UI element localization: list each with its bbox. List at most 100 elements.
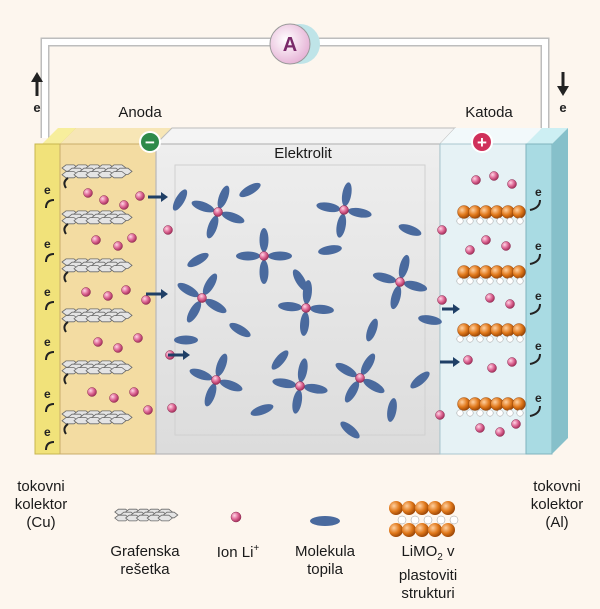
li-ion <box>395 277 405 287</box>
cathode-plus-badge <box>471 131 493 153</box>
aluminum-collector-front <box>525 143 553 455</box>
solvent-molecule <box>366 318 378 342</box>
solvent-molecule <box>340 421 360 439</box>
graphene-cell <box>85 171 103 179</box>
li-ion <box>113 343 123 353</box>
solvent-molecule <box>363 378 385 394</box>
li-ion <box>355 373 365 383</box>
legend-limo2-line1: LiMO2 v <box>378 543 478 567</box>
oxide-atom <box>415 523 429 537</box>
arrow-right-icon <box>453 304 460 314</box>
metal-atom <box>466 335 474 343</box>
metal-atom <box>456 217 464 225</box>
cathode-layers <box>456 171 526 437</box>
li-ion <box>505 299 515 309</box>
graphene-cell <box>97 217 115 225</box>
electron-label: e <box>535 239 542 253</box>
anode-ions <box>81 188 153 415</box>
solvent-molecule <box>303 383 328 394</box>
collector-left-line1: tokovni <box>17 478 65 495</box>
graphene-cell <box>61 171 79 179</box>
arrow-right-icon <box>161 192 168 202</box>
electron-curve <box>63 223 69 235</box>
solvent-molecule <box>259 228 269 252</box>
solvent-molecule <box>268 251 292 261</box>
legend-ion-label: Ion Li+ <box>198 540 278 562</box>
solvent-molecule <box>292 389 303 414</box>
solvent-molecule <box>341 182 352 207</box>
li-ion <box>83 188 93 198</box>
solvent-molecule <box>344 381 360 403</box>
li-ion <box>129 387 139 397</box>
graphene-cell <box>97 315 115 323</box>
metal-atom <box>506 409 514 417</box>
graphene-cell <box>73 217 91 225</box>
graphene-cell <box>61 265 79 273</box>
solvent-molecule <box>272 378 297 389</box>
graphene-cell <box>97 265 115 273</box>
metal-atom <box>410 515 420 525</box>
graphene-cell <box>85 315 103 323</box>
li-ion <box>213 207 223 217</box>
electron-arrow-icon <box>45 253 55 263</box>
electron-arrow-icon <box>529 353 541 365</box>
solvation-shell <box>236 228 292 284</box>
li-ion <box>135 191 145 201</box>
electron-label: e <box>44 425 51 439</box>
graphene-cell <box>97 417 115 425</box>
solvent-molecule <box>318 245 342 255</box>
li-ion <box>435 410 445 420</box>
legend-solvent-label: Molekula topila <box>280 543 370 579</box>
solvent-molecule <box>221 211 245 224</box>
electrolyte-title: Elektrolit <box>274 145 332 162</box>
collector-right-line2: kolektor <box>530 496 584 513</box>
solvation-shell <box>272 358 328 414</box>
solvent-molecule <box>172 189 188 211</box>
graphene-cell <box>146 514 163 522</box>
graphene-sheet <box>61 164 133 179</box>
graphene-cell <box>109 171 127 179</box>
li-ion <box>81 287 91 297</box>
electron-curve <box>63 321 69 333</box>
copper-collector-top <box>42 128 78 144</box>
legend-limo2-icon <box>389 501 459 537</box>
li-ion <box>471 175 481 185</box>
li-ion <box>437 295 447 305</box>
solvent-molecule <box>236 251 260 261</box>
solvation-shell <box>191 185 245 239</box>
oxide-atom <box>415 501 429 515</box>
graphene-cell <box>109 417 127 425</box>
solvent-molecule <box>403 280 428 292</box>
solvation-shell <box>335 353 385 403</box>
metal-atom <box>456 277 464 285</box>
graphene-cell <box>61 315 79 323</box>
arrow-right-icon <box>183 350 190 360</box>
ammeter-symbol: A <box>283 34 297 56</box>
legend-solvent-line2: topila <box>307 561 343 578</box>
li-ion <box>103 291 113 301</box>
li-ion <box>485 293 495 303</box>
solvent-molecule <box>278 302 303 312</box>
collector-right-label: tokovni kolektor (Al) <box>518 478 596 532</box>
metal-atom <box>496 277 504 285</box>
collector-left-label: tokovni kolektor (Cu) <box>5 478 77 532</box>
solvent-molecule <box>316 202 341 213</box>
solvent-molecule <box>398 254 410 279</box>
metal-atom <box>486 335 494 343</box>
electron-arrow-icon <box>529 199 541 211</box>
legend-limo2-pre: LiMO <box>401 543 438 560</box>
arrow-right-icon <box>161 289 168 299</box>
electrolyte-inner-edge <box>174 164 426 436</box>
li-ion <box>99 195 109 205</box>
metal-atom <box>397 515 407 525</box>
graphene-cell <box>109 217 127 225</box>
li-ion <box>339 205 349 215</box>
graphene-cell <box>97 171 115 179</box>
li-ion <box>511 419 521 429</box>
solvent-molecule <box>189 368 213 381</box>
li-ion <box>113 241 123 251</box>
solvent-molecule <box>271 350 289 370</box>
